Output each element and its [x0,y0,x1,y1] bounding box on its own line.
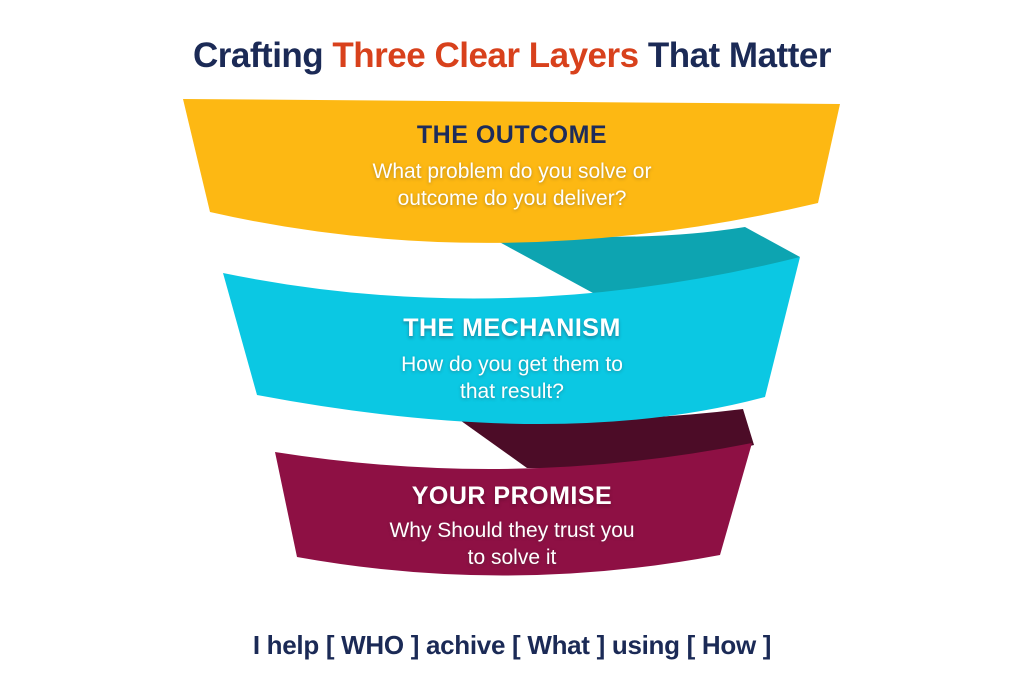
formula-text: I help [ WHO ] achive [ What ] using [ H… [252,630,772,660]
promise-description-line1: Why Should they trust you [389,519,635,542]
promise-layer-text: YOUR PROMISE Why Should they trust you t… [212,482,812,571]
outcome-ribbon [183,99,840,243]
promise-ribbon [275,443,752,576]
mechanism-description-line1: How do you get them to [401,353,623,376]
mechanism-description-line2: that result? [460,380,564,403]
title-highlight: Three Clear Layers [332,36,639,75]
mechanism-ribbon [223,257,800,425]
mechanism-layer-text: THE MECHANISM How do you get them to tha… [212,314,812,405]
promise-description: Why Should they trust you to solve it [212,517,812,571]
page-title: Crafting Three Clear Layers That Matter [0,36,1024,76]
mechanism-description: How do you get them to that result? [212,351,812,405]
outcome-description: What problem do you solve or outcome do … [212,158,812,212]
promise-heading: YOUR PROMISE [411,482,613,510]
title-prefix: Crafting [193,36,324,75]
outcome-description-line2: outcome do you deliver? [397,187,627,210]
outcome-description-line1: What problem do you solve or [372,160,652,183]
title-suffix: That Matter [647,36,832,75]
promise-description-line2: to solve it [467,546,557,569]
outcome-heading: THE OUTCOME [416,121,608,149]
mechanism-heading: THE MECHANISM [403,314,621,342]
outcome-layer-text: THE OUTCOME What problem do you solve or… [212,121,812,212]
